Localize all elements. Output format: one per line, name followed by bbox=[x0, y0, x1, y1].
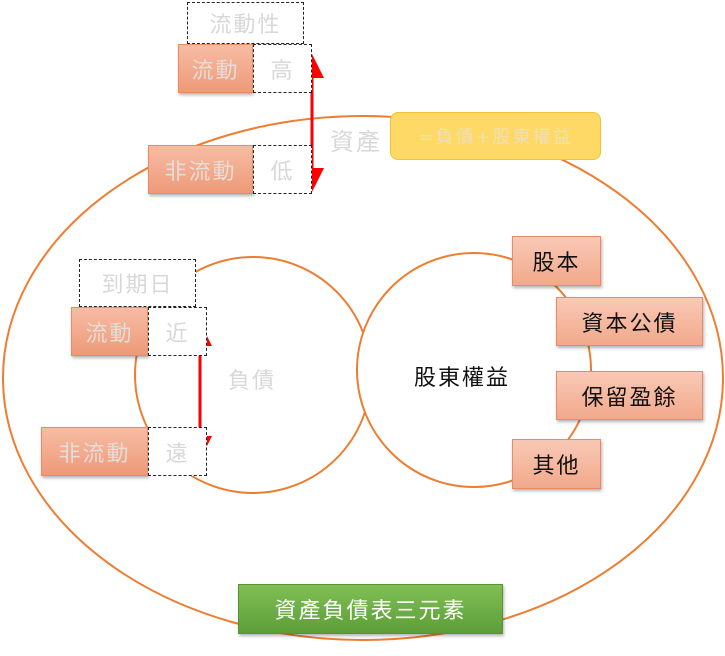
maturity-header: 到期日 bbox=[79, 259, 196, 307]
equation-box: =負債+股東權益 bbox=[390, 112, 601, 160]
asset-noncurrent-level: 低 bbox=[253, 145, 312, 194]
equity-circle bbox=[356, 252, 592, 488]
asset-current-level: 高 bbox=[253, 44, 312, 93]
asset-noncurrent-box: 非流動 bbox=[148, 145, 253, 194]
equity-item-capital-surplus: 資本公債 bbox=[556, 297, 703, 346]
liability-noncurrent-term: 遠 bbox=[148, 427, 207, 476]
asset-current-box: 流動 bbox=[178, 44, 253, 93]
assets-label: 資產 bbox=[330, 128, 382, 156]
liability-current-term: 近 bbox=[148, 307, 207, 356]
equity-item-retained-earnings: 保留盈餘 bbox=[556, 371, 703, 420]
equity-item-other: 其他 bbox=[512, 439, 601, 489]
equity-label: 股東權益 bbox=[414, 366, 511, 391]
equity-item-capital: 股本 bbox=[512, 236, 601, 286]
assets-ellipse bbox=[2, 115, 724, 641]
diagram-title: 資產負債表三元素 bbox=[238, 584, 503, 634]
liability-current-box: 流動 bbox=[71, 307, 148, 356]
liability-noncurrent-box: 非流動 bbox=[41, 427, 148, 476]
liabilities-label: 負債 bbox=[228, 369, 277, 394]
liquidity-header: 流動性 bbox=[187, 2, 304, 44]
